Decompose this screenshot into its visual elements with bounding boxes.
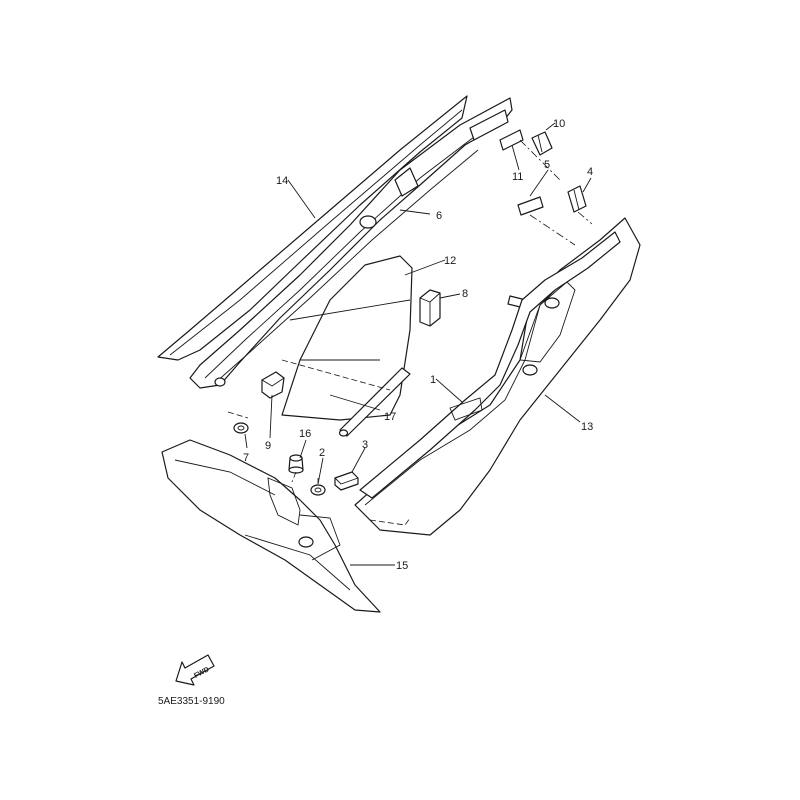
callout-2: 2 <box>319 447 325 459</box>
callout-14: 14 <box>276 175 288 187</box>
part-5-tape <box>517 196 544 216</box>
callout-3: 3 <box>362 439 368 451</box>
callout-8: 8 <box>462 288 468 300</box>
part-8-block <box>419 289 441 327</box>
callout-16: 16 <box>299 428 311 440</box>
callout-5: 5 <box>544 159 550 171</box>
part-12-panel <box>281 255 413 421</box>
callout-12: 12 <box>444 255 456 267</box>
part-6-left-frame <box>189 97 513 389</box>
leader-lines <box>244 122 592 566</box>
assembly-lines <box>227 139 593 484</box>
callout-1: 1 <box>430 374 436 386</box>
part-4-block <box>567 185 587 213</box>
diagram-code: 5AE3351-9190 <box>158 696 225 707</box>
part-17-tube <box>338 367 411 437</box>
part-14-side-cover-left <box>157 95 468 361</box>
callouts: 1 2 3 4 5 6 7 8 9 10 11 12 13 14 15 16 1… <box>243 118 593 572</box>
part-3-block <box>334 471 359 491</box>
part-9-block <box>261 371 285 399</box>
part-7-grommet <box>233 422 249 434</box>
callout-6: 6 <box>436 210 442 222</box>
part-10-pad <box>531 131 553 156</box>
callout-11: 11 <box>512 171 523 183</box>
callout-13: 13 <box>581 421 593 433</box>
part-16-grommet <box>288 454 304 474</box>
part-2-grommet <box>310 484 326 496</box>
part-15-lower-cover <box>161 439 381 613</box>
callout-10: 10 <box>553 118 565 130</box>
callout-17: 17 <box>384 411 396 423</box>
callout-15: 15 <box>396 560 408 572</box>
part-11-tape <box>499 129 524 151</box>
callout-4: 4 <box>587 166 593 178</box>
callout-9: 9 <box>265 440 271 452</box>
callout-7: 7 <box>243 452 249 464</box>
part-1-right-frame <box>359 231 621 499</box>
fwd-arrow-icon: FWD <box>175 654 215 686</box>
